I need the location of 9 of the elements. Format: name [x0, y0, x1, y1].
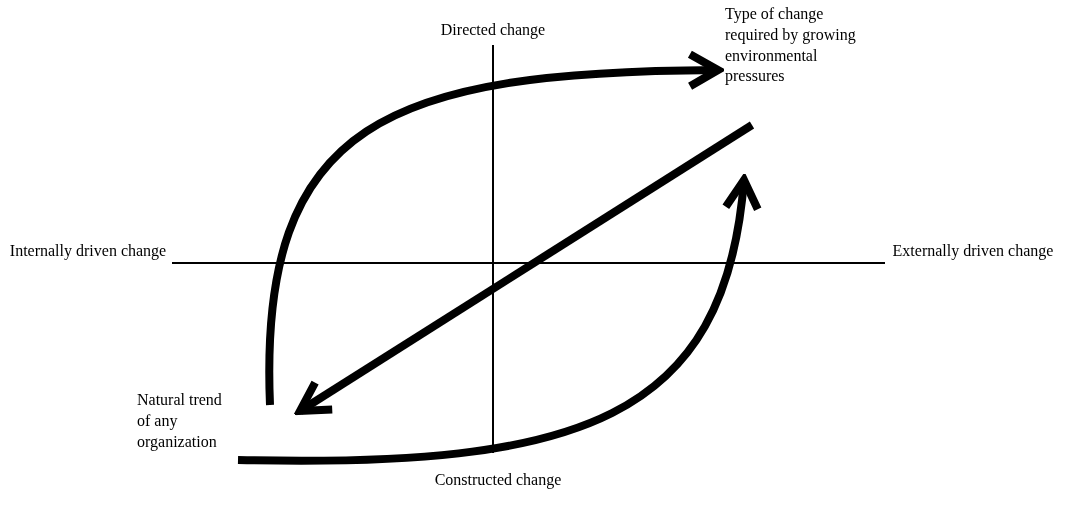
- curved-arrow: [237, 176, 761, 465]
- node-text: Type of change required by growing environmental pressures: [725, 4, 857, 88]
- curved-arrow: [296, 121, 755, 415]
- axis-label: Directed change: [439, 20, 547, 41]
- curved-arrow: [266, 50, 722, 405]
- node-text: Natural trend of any organization: [137, 390, 235, 453]
- axis-label: Internally driven change: [8, 241, 168, 262]
- axis-label: Externally driven change: [891, 241, 1055, 262]
- axis-label: Constructed change: [433, 470, 563, 491]
